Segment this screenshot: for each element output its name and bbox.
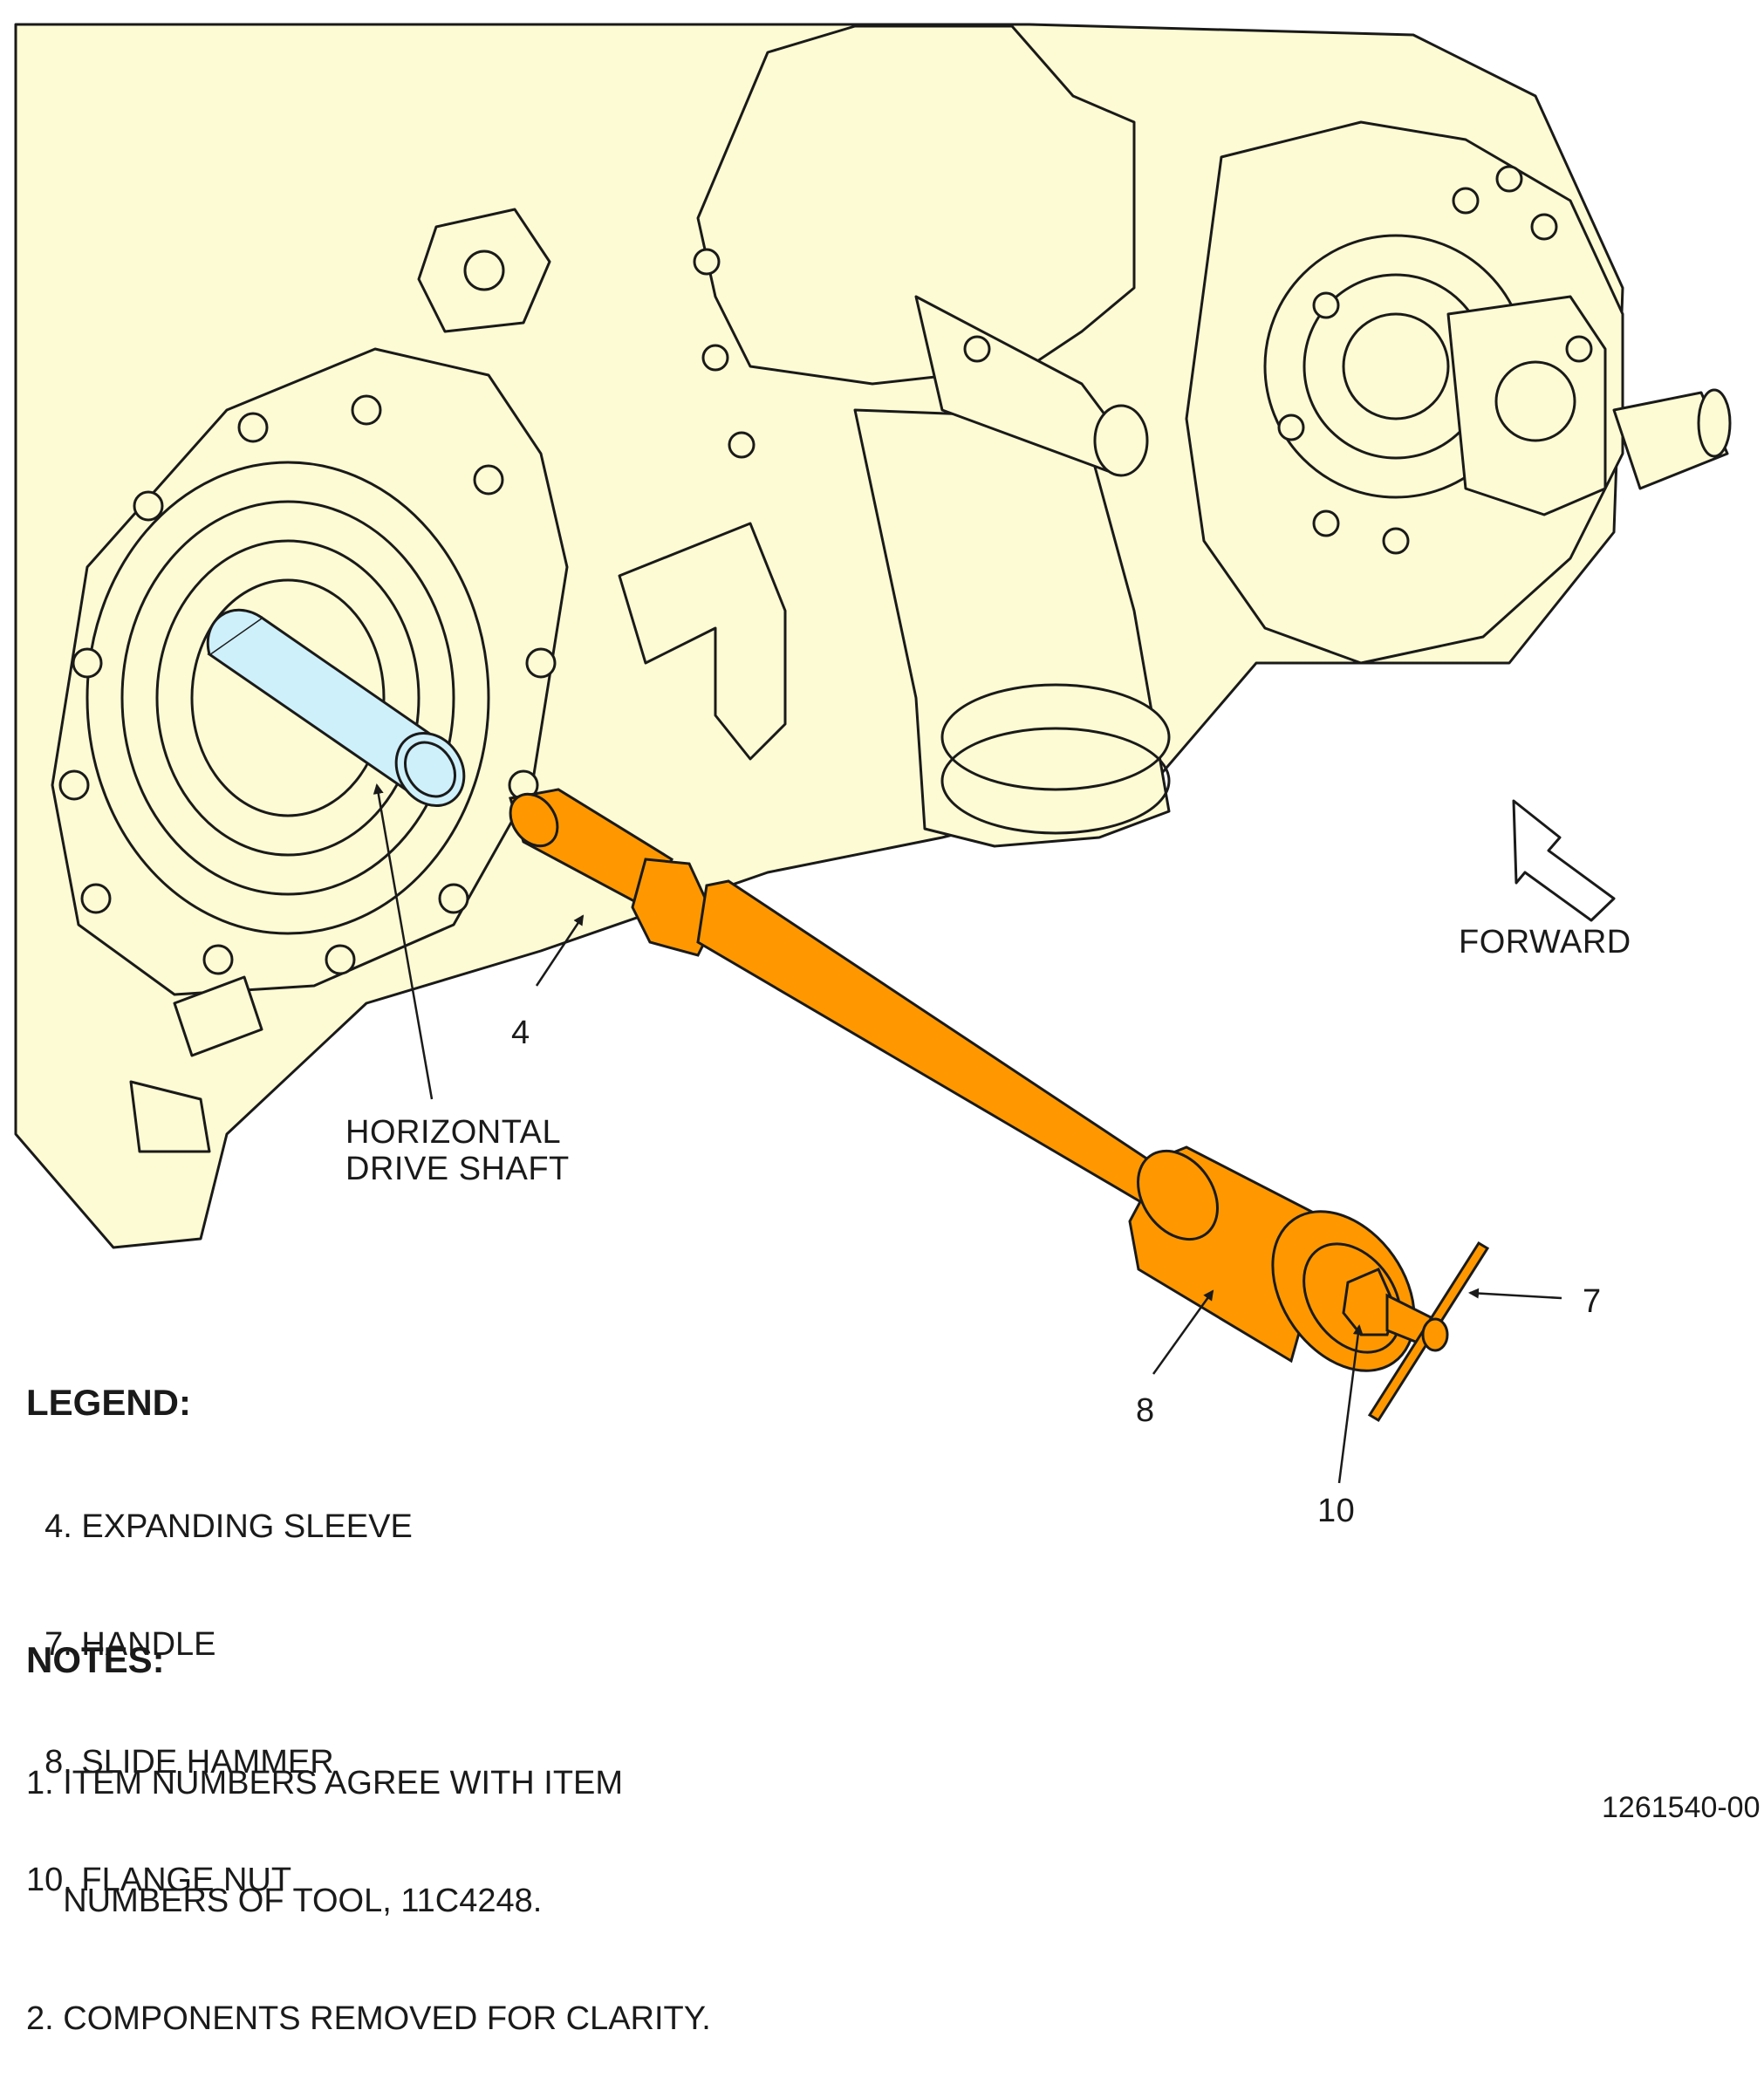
legend-item: 7. HANDLE bbox=[26, 1626, 216, 1663]
legend-item: 4. EXPANDING SLEEVE bbox=[26, 1508, 413, 1545]
leader-nut bbox=[1337, 1324, 1364, 1484]
notes-heading: NOTES: bbox=[26, 1639, 165, 1680]
note-1-line-1: 1. ITEM NUMBERS AGREE WITH ITEM bbox=[26, 1765, 624, 1801]
legend-item: 8. SLIDE HAMMER bbox=[26, 1744, 334, 1781]
callout-10: 10 bbox=[1317, 1493, 1356, 1529]
leader-handle bbox=[1468, 1288, 1562, 1300]
notes-list: 1. ITEM NUMBERS AGREE WITH ITEM NUMBERS … bbox=[26, 1685, 711, 2078]
flange-nut bbox=[1342, 1268, 1398, 1336]
note-1-line-2: NUMBERS OF TOOL, 11C4248. bbox=[26, 1883, 543, 1919]
shaft-label-line1: HORIZONTAL bbox=[345, 1114, 562, 1151]
leader-sleeve bbox=[535, 914, 585, 987]
legend-heading: LEGEND: bbox=[26, 1382, 191, 1423]
callout-4: 4 bbox=[511, 1015, 530, 1051]
leader-lines bbox=[373, 783, 1562, 1484]
tool-installation-illustration bbox=[14, 23, 1732, 1484]
leader-shaft bbox=[373, 783, 434, 1100]
note-2: 2. COMPONENTS REMOVED FOR CLARITY. bbox=[26, 2000, 711, 2037]
figure-id: 1261540-00 bbox=[1602, 1791, 1761, 1824]
callout-8: 8 bbox=[1136, 1392, 1155, 1429]
rod bbox=[696, 879, 1171, 1211]
leader-hammer bbox=[1152, 1289, 1214, 1375]
horizontal-drive-shaft bbox=[206, 608, 466, 808]
forward-arrow bbox=[1512, 799, 1616, 922]
callout-7: 7 bbox=[1583, 1283, 1602, 1320]
forward-label: FORWARD bbox=[1459, 924, 1631, 960]
shaft-label-line2: DRIVE SHAFT bbox=[345, 1151, 570, 1187]
puller-tool bbox=[509, 788, 1490, 1423]
housing-bolts bbox=[58, 165, 1593, 975]
